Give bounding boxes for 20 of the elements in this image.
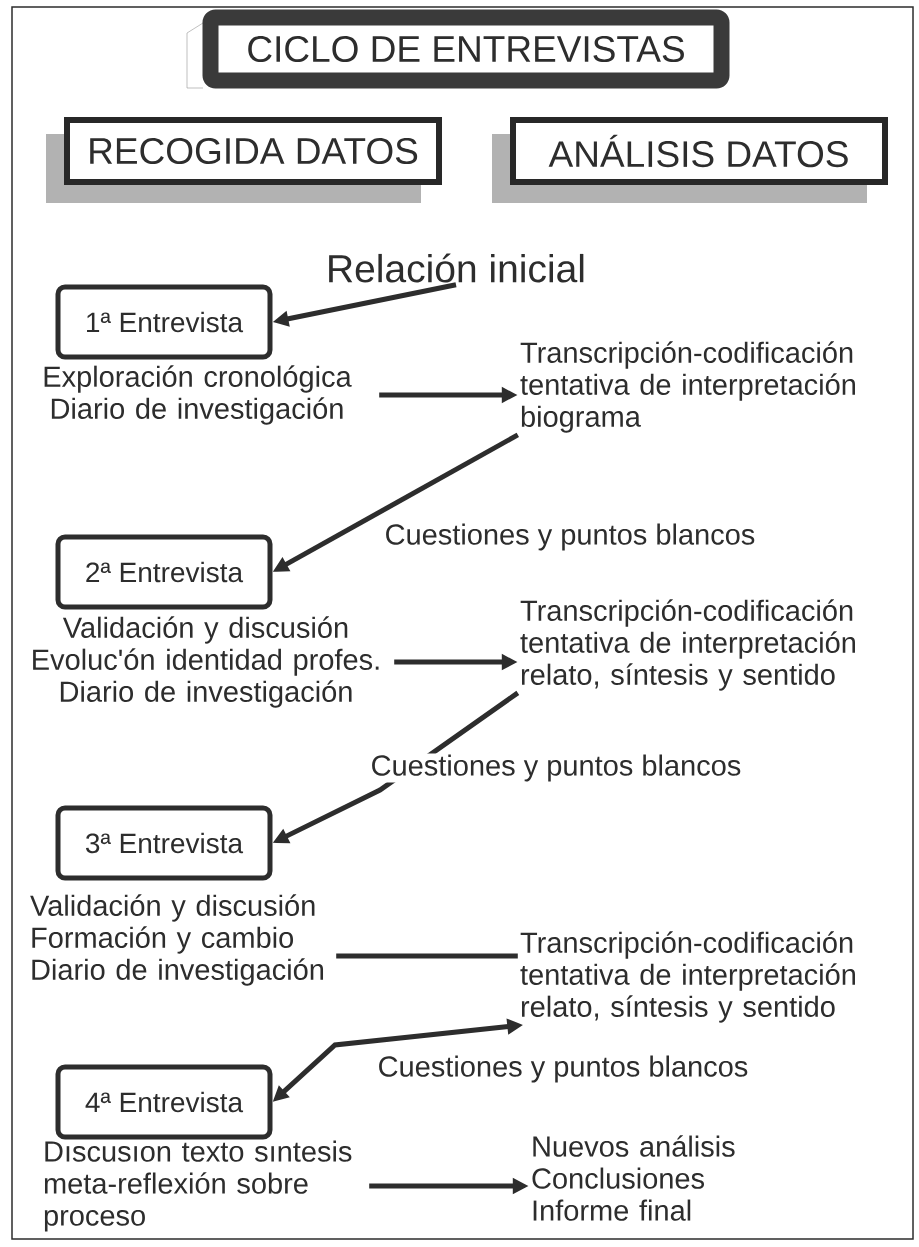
interview-box: 4ª Entrevista — [55, 1064, 273, 1140]
step-text: Transcripción-codificación tentativa de interpretación relato, síntesis y sentido — [520, 599, 855, 691]
connector-line — [336, 953, 518, 959]
step-text: Transcripción-codificación tentativa de interpretación biograma — [520, 341, 855, 433]
header-box: RECOGIDA DATOS — [46, 117, 442, 203]
interview-box: 2ª Entrevista — [55, 534, 273, 610]
step-text: Relación inicial — [329, 253, 584, 283]
interview-box: 1ª Entrevista — [55, 284, 273, 360]
step-text: Validación y discusión Formación y cambio Diario de investigación — [30, 894, 323, 986]
step-text: Nuevos análisis Conclusiones Informe final — [532, 1135, 735, 1221]
step-text: Exploración cronológica Diario de investigación — [44, 365, 352, 425]
step-text: Transcripción-codificación tentativa de interpretación relato, síntesis y sentido — [520, 931, 855, 1023]
header-box: ANÁLISIS DATOS — [492, 117, 888, 203]
edge-label: Cuestiones y puntos blancos — [383, 522, 757, 552]
interview-box: 3ª Entrevista — [55, 805, 273, 881]
title-box: CICLO DE ENTREVISTAS — [186, 9, 730, 89]
edge-label: Cuestiones y puntos blancos — [369, 753, 743, 783]
step-text: Dıscusıon texto sıntesis meta-reflexión sobre proceso — [44, 1140, 352, 1232]
step-text: Validación y discusión Evoluc'ón identidad profes. Diario de investigación — [33, 616, 379, 708]
edge-label: Cuestiones y puntos blancos — [376, 1054, 750, 1084]
